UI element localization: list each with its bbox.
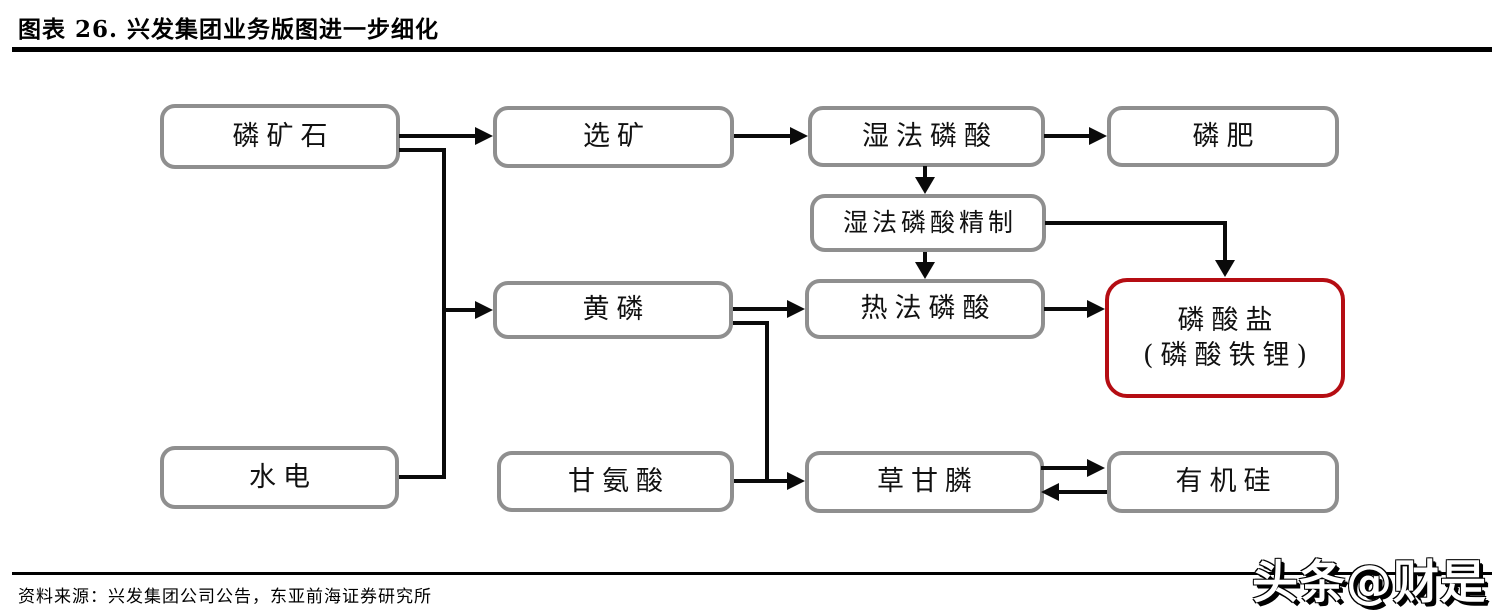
edge-yellowp-thermal-line (733, 307, 789, 311)
edge-yellowp-glyphosate-vline (765, 321, 769, 483)
node-label: 热法磷酸 (860, 293, 997, 325)
node-label: 磷矿石 (232, 120, 335, 152)
edge-refined-thermal-line (923, 252, 927, 264)
edge-refined-thermal-arrowhead (915, 262, 935, 279)
node-glycine: 甘氨酸 (497, 451, 734, 512)
node-yellow-phosphorus: 黄磷 (493, 281, 733, 339)
edge-yellowp-thermal-arrowhead (787, 300, 805, 318)
edge-wetacid-refined-line (923, 166, 927, 179)
node-label: 黄磷 (582, 294, 651, 326)
node-phosphate-salt-lfp: 磷酸盐 (磷酸铁锂) (1105, 278, 1345, 398)
edge-wetacid-fertilizer-arrowhead (1089, 127, 1107, 145)
node-label: 湿法磷酸精制 (842, 207, 1017, 237)
node-thermal-phosphoric-acid: 热法磷酸 (805, 279, 1045, 339)
figure-title: 图表 26. 兴发集团业务版图进一步细化 (18, 16, 440, 43)
node-label: 水电 (249, 461, 317, 493)
edge-yellowp-glyphosate-hline (733, 321, 769, 325)
node-sublabel: (磷酸铁锂) (1142, 340, 1315, 371)
node-label: 草甘膦 (877, 466, 979, 498)
node-label: 磷酸盐 (1177, 304, 1280, 336)
edge-rock-oredressing-line (399, 134, 479, 138)
edge-bus-vline (442, 148, 446, 479)
node-phosphate-rock: 磷矿石 (160, 104, 400, 169)
edge-glyphosate-organosilicon-arrowhead (1087, 459, 1105, 477)
edge-thermal-salt-arrowhead (1087, 300, 1105, 318)
edge-bus-yellowp-arrowhead (475, 301, 493, 319)
node-label: 甘氨酸 (568, 465, 670, 497)
node-wet-phosphoric-acid: 湿法磷酸 (808, 106, 1045, 167)
edge-rock-oredressing-arrowhead (475, 127, 493, 145)
node-refined-wet-acid: 湿法磷酸精制 (810, 194, 1046, 252)
title-divider (12, 47, 1492, 52)
source-note: 资料来源：兴发集团公司公告，东亚前海证券研究所 (18, 587, 432, 607)
node-label: 磷肥 (1192, 120, 1261, 152)
edge-glyphosate-organosilicon-line (1041, 466, 1089, 470)
node-label: 湿法磷酸 (862, 120, 998, 152)
edge-hydropower-bus-hline (399, 475, 446, 479)
node-label: 选矿 (583, 121, 651, 153)
edge-rock-bus-hline (399, 148, 446, 152)
node-organosilicon: 有机硅 (1107, 451, 1339, 513)
node-ore-dressing: 选矿 (493, 106, 734, 168)
edge-wetacid-refined-arrowhead (915, 177, 935, 194)
edge-oredressing-wetacid-arrowhead (790, 127, 808, 145)
edge-bus-yellowp-line (442, 308, 478, 312)
edge-refined-salt-arrowhead (1215, 260, 1235, 277)
edge-organosilicon-glyphosate-line (1059, 490, 1107, 494)
node-phosphate-fertilizer: 磷肥 (1107, 106, 1339, 167)
edge-glycine-glyphosate-arrowhead (787, 472, 805, 490)
node-glyphosate: 草甘膦 (805, 451, 1044, 513)
watermark: 头条@财是 (1252, 555, 1487, 609)
edge-refined-salt-vline (1223, 221, 1227, 262)
footer-divider (12, 572, 1492, 575)
node-hydropower: 水电 (160, 446, 399, 509)
edge-organosilicon-glyphosate-arrowhead (1041, 483, 1059, 501)
edge-oredressing-wetacid-line (734, 134, 792, 138)
node-label: 有机硅 (1175, 466, 1278, 498)
edge-glycine-glyphosate-line (734, 479, 787, 483)
edge-wetacid-fertilizer-line (1044, 134, 1091, 138)
edge-refined-salt-hline (1045, 221, 1227, 225)
edge-thermal-salt-line (1044, 307, 1089, 311)
